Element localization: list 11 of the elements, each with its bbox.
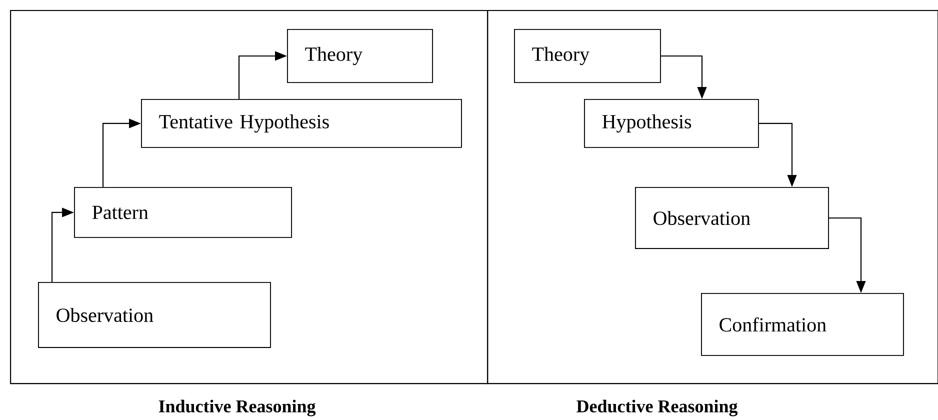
- step-box: Hypothesis: [584, 99, 759, 148]
- step-box: Confirmation: [701, 293, 904, 356]
- panel-caption: Deductive Reasoning: [576, 400, 738, 416]
- step-box: Observation: [38, 282, 271, 348]
- step-box: Observation: [635, 187, 829, 249]
- step-box: Pattern: [74, 187, 292, 238]
- step-box: Theory: [287, 29, 433, 83]
- step-box: Theory: [514, 29, 661, 83]
- panel-caption: Inductive Reasoning: [158, 400, 316, 416]
- panel: [10, 10, 488, 384]
- step-box: Tentative Hypothesis: [141, 99, 462, 148]
